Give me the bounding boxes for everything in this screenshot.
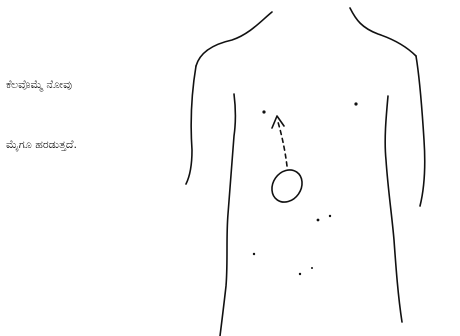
spread-arrow: [278, 122, 287, 166]
abdomen-dot-2: [329, 215, 331, 217]
left-armpit-line: [220, 94, 236, 336]
right-torso-outline: [416, 56, 425, 206]
arrow-head: [272, 116, 284, 128]
left-shoulder-outline: [196, 12, 272, 66]
abdomen-dot-1: [317, 219, 320, 222]
left-torso-outline: [186, 66, 196, 184]
pain-spot: [266, 164, 308, 208]
right-shoulder-outline: [350, 8, 416, 56]
navel-dot: [299, 273, 301, 275]
left-nipple-dot: [262, 110, 265, 113]
abdomen-dot-4: [311, 267, 313, 269]
right-armpit-line: [385, 96, 402, 322]
right-nipple-dot: [354, 102, 357, 105]
abdomen-dot-3: [253, 253, 255, 255]
